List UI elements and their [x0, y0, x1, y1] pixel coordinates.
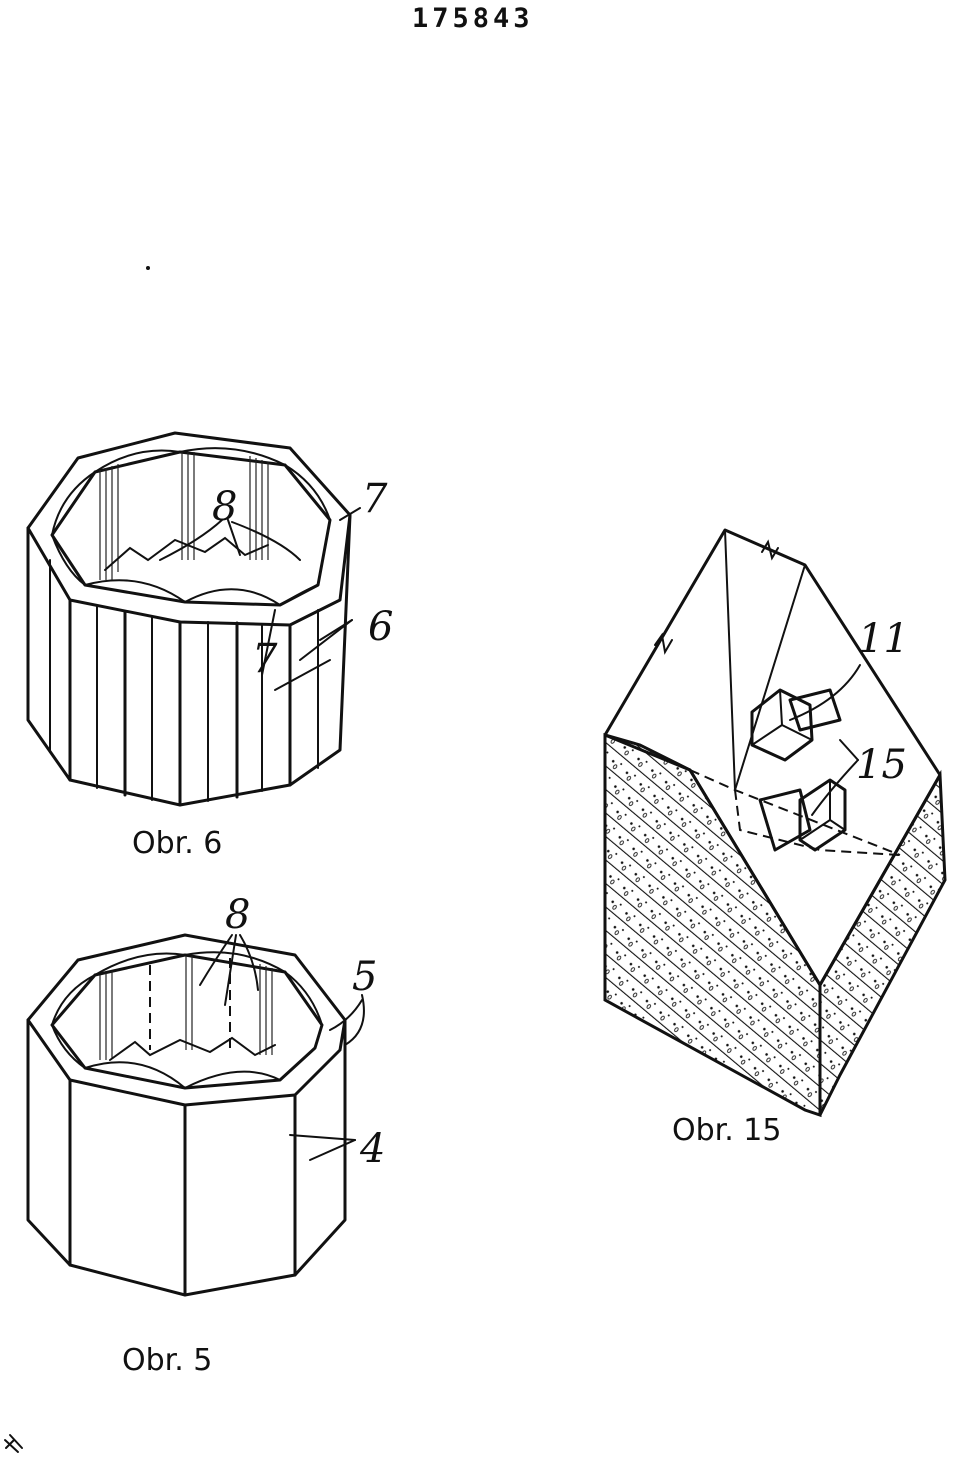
fig6-inner-ribs — [99, 452, 269, 580]
fig6-callout-7-side: 7 — [252, 636, 278, 682]
fig5-label: Obr. 5 — [122, 1343, 212, 1378]
fig6-break-line — [104, 536, 269, 571]
fig15-leader-15b — [839, 739, 859, 761]
fig6-outer-rim — [26, 431, 352, 627]
fig15-leader-11 — [789, 664, 861, 721]
fig5-callout-5: 5 — [352, 954, 377, 1000]
fig15-callout-11: 11 — [858, 616, 909, 662]
fig6-outer-body — [26, 513, 352, 807]
fig5-callout-8: 8 — [225, 892, 250, 938]
fig15-connector-upper — [750, 688, 842, 762]
corner-scan-mark — [4, 1434, 23, 1453]
fig5-break-line — [109, 1036, 276, 1061]
fig6-callout-7-top: 7 — [362, 476, 388, 522]
fig6-leaders — [159, 507, 361, 691]
fig6-label: Obr. 6 — [132, 826, 222, 861]
fig15-callout-15: 15 — [856, 742, 907, 788]
speck-mark — [146, 266, 150, 270]
figure-6: 8 7 6 7 Obr. 6 — [26, 431, 393, 861]
fig5-inner-ribs — [99, 956, 273, 1060]
figure-5: 8 5 4 Obr. 5 — [26, 892, 385, 1378]
fig15-opening-side-edge — [734, 564, 806, 791]
fig5-inner-segments — [51, 951, 323, 1089]
fig5-inner-opening — [50, 953, 324, 1090]
fig5-dashed-ribs — [149, 958, 231, 1050]
fig6-inner-segments — [51, 447, 331, 606]
fig15-hidden-edges — [689, 769, 901, 856]
fig15-label: Obr. 15 — [672, 1113, 781, 1148]
patent-number: 175843 — [412, 3, 534, 34]
fig15-opening-back-edge — [724, 529, 736, 791]
fig6-callout-8: 8 — [212, 484, 237, 530]
fig5-leaders — [199, 934, 365, 1161]
fig15-break-mark-top — [761, 539, 779, 561]
fig5-outer-rim — [26, 933, 347, 1107]
fig15-break-mark-left — [654, 632, 673, 655]
fig5-callout-4: 4 — [359, 1126, 385, 1172]
fig15-connector-lower — [758, 778, 847, 852]
fig6-inner-opening — [50, 450, 332, 607]
fig6-body-edges — [49, 559, 319, 807]
fig6-callout-6: 6 — [368, 604, 393, 650]
figure-15: 11 15 Obr. 15 — [603, 528, 947, 1148]
fig15-leader-15 — [811, 759, 859, 816]
fig5-body-edges — [68, 1078, 297, 1297]
